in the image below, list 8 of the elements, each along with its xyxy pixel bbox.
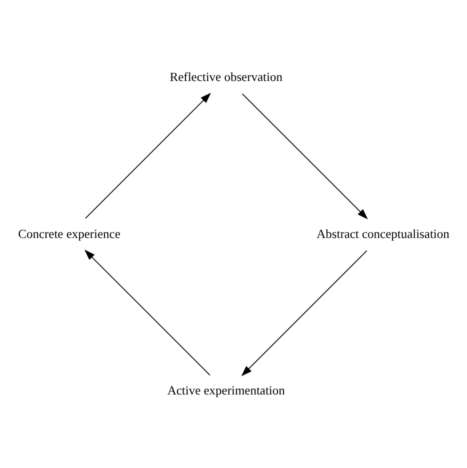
node-text: Reflective observation (170, 69, 282, 84)
arrow (242, 92, 368, 219)
node-text: Abstract conceptualisation (316, 226, 450, 240)
node-text: Concrete experience (18, 226, 120, 240)
node-text: Active experimentation (167, 383, 285, 398)
arrow (84, 249, 210, 376)
arrow (85, 92, 211, 218)
arrow (241, 250, 368, 376)
